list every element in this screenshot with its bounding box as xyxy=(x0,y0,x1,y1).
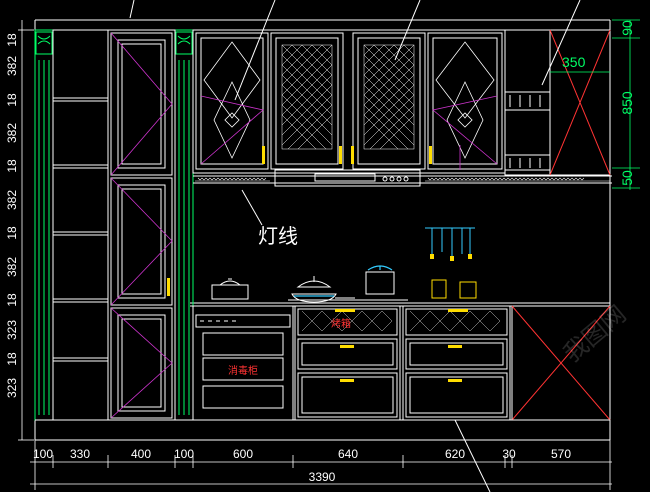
cooktop-accents xyxy=(294,265,393,297)
bottom-dim-label: 640 xyxy=(338,447,358,461)
left-dim-label: 382 xyxy=(5,123,19,143)
right-dim-label: 90 xyxy=(619,20,635,36)
left-dim-label: 382 xyxy=(5,257,19,277)
left-dim-label: 18 xyxy=(5,33,19,47)
left-dim-label: 382 xyxy=(5,190,19,210)
left-dim-label: 18 xyxy=(5,293,19,307)
total-dim-label: 3390 xyxy=(309,470,336,484)
left-dim-label: 18 xyxy=(5,352,19,366)
left-dim-labels: 18 382 18 382 18 382 18 382 18 323 18 32… xyxy=(5,33,19,398)
label-oven: 烤箱 xyxy=(331,317,351,330)
cooktop-items xyxy=(211,271,408,303)
light-moulding xyxy=(195,175,610,182)
right-dim-labels: 90 850 50 xyxy=(619,20,635,186)
bottom-dim-label: 620 xyxy=(445,447,465,461)
tall-cabinet-swing-lines xyxy=(110,32,173,419)
left-dim-label: 382 xyxy=(5,56,19,76)
left-dim-label: 18 xyxy=(5,226,19,240)
upper-wine-cross xyxy=(549,29,611,176)
left-dim-label: 18 xyxy=(5,93,19,107)
label-dim-350: 350 xyxy=(562,54,586,70)
right-dim-label: 50 xyxy=(619,170,635,186)
left-dim-lines xyxy=(18,20,34,441)
base-cabinet-appliance xyxy=(192,305,294,421)
utensils xyxy=(430,254,472,261)
tall-cabinet xyxy=(107,29,176,421)
leader-lines xyxy=(129,0,581,492)
upper-swing-lines xyxy=(200,95,498,170)
right-dim-label: 850 xyxy=(619,91,635,115)
bottom-dim-lines xyxy=(30,440,612,490)
bottom-dim-label: 600 xyxy=(233,447,253,461)
left-dim-label: 18 xyxy=(5,159,19,173)
tall-cabinet-handle xyxy=(167,278,170,296)
bottom-dim-label: 30 xyxy=(502,447,516,461)
lattice-panel-left xyxy=(281,44,333,150)
left-pilaster xyxy=(34,29,54,421)
base-handles xyxy=(335,309,468,382)
bottom-dim-label: 100 xyxy=(33,447,53,461)
bottom-dim-label: 330 xyxy=(70,447,90,461)
right-dim-lines xyxy=(550,19,640,190)
middle-pilaster xyxy=(174,29,194,421)
drawer-lattice xyxy=(301,310,501,332)
glass-door-pattern-right xyxy=(435,41,495,159)
left-dim-label: 323 xyxy=(5,320,19,340)
bottom-dim-label: 400 xyxy=(131,447,151,461)
base-wine-cross xyxy=(511,305,611,421)
label-disinfection-cabinet: 消毒柜 xyxy=(228,364,258,377)
watermark: 我图网 xyxy=(558,300,631,368)
open-shelf-column xyxy=(52,29,109,421)
bottom-dim-labels: 100 330 400 100 600 640 620 30 570 3390 xyxy=(33,447,571,484)
range-hood xyxy=(274,169,421,187)
upper-wine-rack xyxy=(504,29,611,176)
upper-handles xyxy=(262,146,432,164)
bottom-dim-label: 100 xyxy=(174,447,194,461)
utensil-rail xyxy=(425,227,475,258)
label-light-line: 灯线 xyxy=(258,224,298,248)
jar-items xyxy=(431,279,477,299)
bottom-dim-label: 570 xyxy=(551,447,571,461)
lattice-panel-right xyxy=(363,44,415,150)
glass-door-pattern-left xyxy=(203,41,261,159)
left-dim-label: 323 xyxy=(5,378,19,398)
